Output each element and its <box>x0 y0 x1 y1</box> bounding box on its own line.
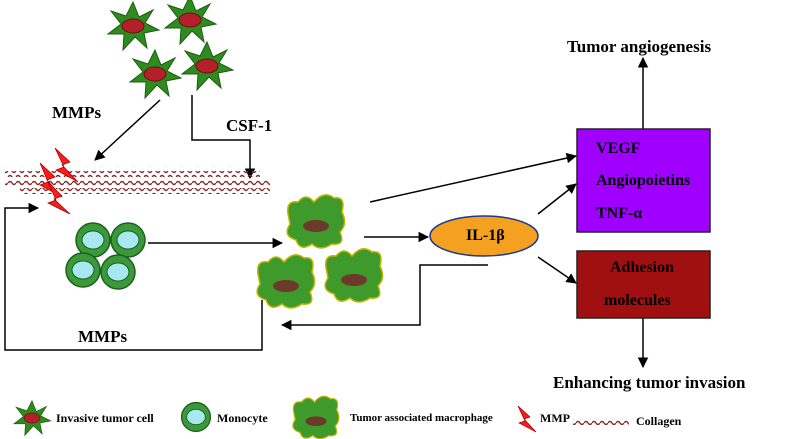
mmps-top-label: MMPs <box>52 103 102 122</box>
legend-collagen: Collagen <box>636 414 682 428</box>
tnf-label: TNF-α <box>596 205 643 222</box>
arrow-il1b-to-adhesion <box>537 256 577 284</box>
csf1-label: CSF-1 <box>226 116 273 135</box>
adhesion-box <box>576 250 711 319</box>
il1b-node <box>429 215 539 257</box>
vegf-box <box>576 128 711 233</box>
mmps-bottom-label: MMPs <box>78 327 128 346</box>
enhancing-invasion-label: Enhancing tumor invasion <box>553 373 746 392</box>
arrow-mmps <box>94 99 161 161</box>
monocyte-cluster <box>65 222 146 290</box>
arrow-tam-to-vegf <box>369 152 578 203</box>
arrow-csf1 <box>191 95 256 180</box>
legend-icons <box>13 395 629 439</box>
tumor-cell-cluster <box>107 0 234 99</box>
adhesion-label: Adhesion <box>610 259 675 276</box>
tam-cluster <box>256 194 384 309</box>
legend-mmp: MMP <box>540 411 570 425</box>
il1b-label: IL-1β <box>466 227 505 244</box>
arrow-tam-mmps-loop <box>4 202 263 351</box>
collagen-fibers <box>5 171 270 194</box>
molecules-label: molecules <box>604 292 671 309</box>
tumor-angiogenesis-label: Tumor angiogenesis <box>567 37 712 56</box>
angiopoietins-label: Angiopoietins <box>596 172 691 189</box>
legend-monocyte: Monocyte <box>217 411 268 425</box>
legend-macrophage: Tumor associated macrophage <box>350 412 493 424</box>
mmp-bolts <box>39 147 79 215</box>
vegf-label: VEGF <box>596 140 641 157</box>
arrow-il1b-feedback <box>280 264 488 331</box>
legend-tumor-cell: Invasive tumor cell <box>56 411 154 425</box>
arrow-il1b-to-vegf <box>537 183 577 215</box>
